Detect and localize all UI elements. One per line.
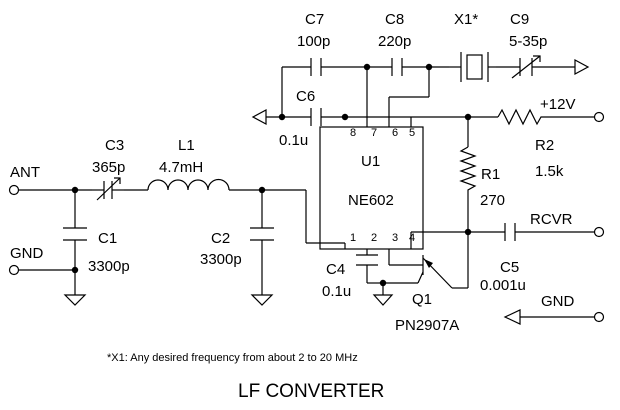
c3-ref: C3 <box>105 137 124 154</box>
junction-c6-left <box>278 113 286 121</box>
pin-8: 8 <box>350 127 356 139</box>
u1-part: NE602 <box>348 192 394 209</box>
c5-value: 0.001u <box>480 277 526 294</box>
junction-c7-c8 <box>363 63 371 71</box>
u1-ref: U1 <box>361 153 380 170</box>
c2-capacitor <box>250 227 274 241</box>
ant-terminal <box>8 184 20 196</box>
pin-6: 6 <box>392 127 398 139</box>
junction-c8-x1 <box>425 63 433 71</box>
junction-c2 <box>258 186 266 194</box>
c5-capacitor <box>504 223 516 241</box>
c7-capacitor <box>310 58 322 76</box>
ant-label: ANT <box>10 164 40 181</box>
c7-ref: C7 <box>305 11 324 28</box>
l1-ref: L1 <box>178 137 195 154</box>
gnd-in-label: GND <box>10 245 44 262</box>
r2-ref: R2 <box>535 137 554 154</box>
gnd-in-terminal <box>8 264 20 276</box>
ground-c1-icon <box>63 294 87 306</box>
arrow-gnd-out-icon <box>503 309 521 325</box>
c8-capacitor <box>391 58 403 76</box>
r1-ref: R1 <box>481 166 500 183</box>
c9-ref: C9 <box>510 11 529 28</box>
junction-supply <box>464 113 472 121</box>
junctions <box>71 63 472 287</box>
c1-capacitor <box>63 227 87 241</box>
q1-transistor <box>417 255 453 289</box>
c2-value: 3300p <box>200 251 242 268</box>
q1-emitter-arrow <box>424 259 433 268</box>
c8-ref: C8 <box>385 11 404 28</box>
rcvr-label: RCVR <box>530 211 573 228</box>
junction-c4-ground <box>379 279 387 287</box>
junction-rcvr <box>464 228 472 236</box>
ground-ic-icon <box>372 294 394 306</box>
pin-5: 5 <box>409 127 415 139</box>
ground-c2-icon <box>250 294 274 306</box>
x1-crystal <box>449 52 496 82</box>
labels: C7 100p C8 220p X1* C9 5-35p C6 0.1u +12… <box>10 11 575 402</box>
c7-value: 100p <box>297 33 330 50</box>
junction-gnd <box>71 266 79 274</box>
diagram-title: LF CONVERTER <box>238 381 384 402</box>
c5-ref: C5 <box>500 259 519 276</box>
footnote: *X1: Any desired frequency from about 2 … <box>107 352 358 364</box>
c9-variable-capacitor <box>511 55 541 79</box>
supply-label: +12V <box>540 96 575 113</box>
r2-resistor <box>497 108 544 126</box>
pin-numbers: 8 7 6 5 1 2 3 4 <box>350 127 415 244</box>
arrow-c6-left-icon <box>251 108 267 126</box>
gnd-out-terminal <box>593 311 605 323</box>
gnd-out-label: GND <box>541 293 575 310</box>
c9-value: 5-35p <box>509 33 547 50</box>
r1-value: 270 <box>480 192 505 209</box>
arrow-c9-right-icon <box>574 58 590 76</box>
c1-ref: C1 <box>98 230 117 247</box>
pin-1: 1 <box>350 232 356 244</box>
c8-value: 220p <box>378 33 411 50</box>
x1-ref: X1* <box>454 11 478 28</box>
rcvr-terminal <box>593 226 605 238</box>
c4-ref: C4 <box>326 261 345 278</box>
c3-variable-capacitor <box>92 177 124 201</box>
u1-ic-body <box>319 126 424 250</box>
supply-terminal <box>593 111 605 123</box>
junction-ant <box>71 186 79 194</box>
pin-2: 2 <box>371 232 377 244</box>
c3-value: 365p <box>92 159 125 176</box>
wires <box>19 66 594 318</box>
l1-value: 4.7mH <box>159 159 203 176</box>
c6-ref: C6 <box>296 88 315 105</box>
c1-value: 3300p <box>88 258 130 275</box>
c6-value: 0.1u <box>279 132 308 149</box>
junction-pin8 <box>341 113 349 121</box>
c2-ref: C2 <box>211 230 230 247</box>
c6-capacitor <box>310 108 322 126</box>
q1-ref: Q1 <box>412 291 432 308</box>
q1-part: PN2907A <box>395 317 459 334</box>
c4-value: 0.1u <box>322 283 351 300</box>
c4-capacitor <box>356 254 378 266</box>
r1-resistor <box>459 146 477 193</box>
pin-3: 3 <box>392 232 398 244</box>
l1-inductor <box>147 178 230 191</box>
pin-7: 7 <box>371 127 377 139</box>
pin-4: 4 <box>409 232 415 244</box>
r2-value: 1.5k <box>535 163 564 180</box>
